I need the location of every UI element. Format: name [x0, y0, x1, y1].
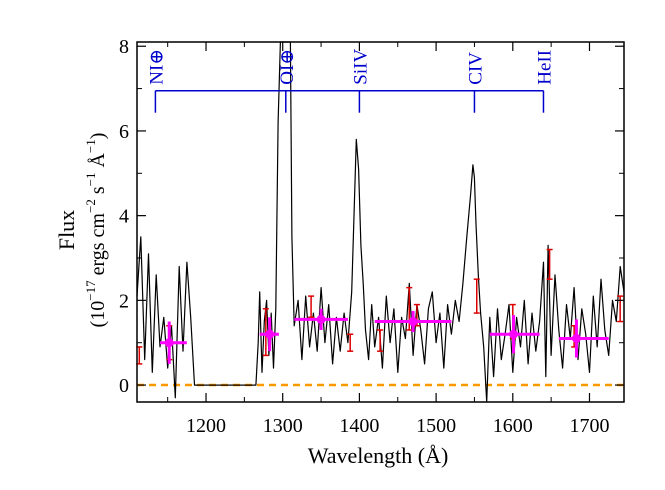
- y-axis-units-text: (10−17 ergs cm−2 s−1 Å−1): [83, 133, 109, 328]
- binned-point: [294, 308, 348, 330]
- binned-point: [558, 319, 609, 358]
- binned-point-marker: [164, 338, 174, 348]
- x-tick-label: 1200: [186, 415, 226, 437]
- line-id-label: NI⊕: [146, 49, 167, 85]
- y-units-ang: Å: [87, 153, 109, 173]
- line-id-label: OI⊕: [277, 49, 298, 85]
- red-error-bar: [347, 333, 354, 352]
- y-units-cm: ergs cm: [87, 213, 109, 281]
- binned-point-layer: [160, 308, 609, 364]
- x-tick-label: 1600: [493, 415, 533, 437]
- spectrum-trace: [136, 41, 625, 403]
- x-tick-label: 1500: [416, 415, 456, 437]
- line-id-label: SiIV: [350, 49, 371, 85]
- red-error-bar: [377, 329, 384, 352]
- x-axis-label: Wavelength (Å): [308, 443, 449, 468]
- spectrum-layer: [136, 41, 625, 403]
- y-axis-label-line1: Flux: [54, 210, 79, 250]
- x-tick-label: 1700: [569, 415, 609, 437]
- axes-layer: 1200 1300 1400 1500 1600 1700 0 2 4 6 8: [119, 36, 625, 437]
- y-tick-label: 2: [119, 290, 129, 312]
- binned-point-marker: [408, 317, 418, 327]
- binned-point: [489, 315, 540, 354]
- binned-point: [259, 317, 279, 352]
- y-units-s: s: [87, 186, 109, 199]
- line-id-label: CIV: [465, 52, 486, 85]
- y-tick-label: 0: [119, 375, 129, 397]
- binned-point-marker: [265, 329, 275, 339]
- binned-point: [374, 310, 452, 333]
- red-error-bar: [308, 295, 315, 319]
- binned-point-marker: [509, 329, 519, 339]
- binned-point-marker: [316, 314, 326, 324]
- red-error-bar: [546, 248, 553, 280]
- y-tick-label: 6: [119, 121, 129, 143]
- binned-point-marker: [571, 333, 581, 343]
- y-axis-units: (10−17 ergs cm−2 s−1 Å−1): [83, 133, 109, 328]
- x-tick-label: 1300: [263, 415, 303, 437]
- y-tick-label: 4: [119, 206, 129, 228]
- line-id-label: HeII: [534, 50, 555, 85]
- y-units-exp: −17: [83, 280, 98, 301]
- y-units-prefix: (10: [87, 301, 109, 328]
- red-error-bar: [473, 278, 480, 314]
- x-tick-label: 1400: [339, 415, 379, 437]
- line-id-layer: NI⊕ OI⊕ SiIV CIV HeII: [146, 49, 555, 113]
- plot-border-top: [136, 41, 625, 403]
- y-tick-label: 8: [119, 36, 129, 58]
- binned-point: [160, 321, 187, 364]
- y-axis-label: Flux: [54, 210, 79, 250]
